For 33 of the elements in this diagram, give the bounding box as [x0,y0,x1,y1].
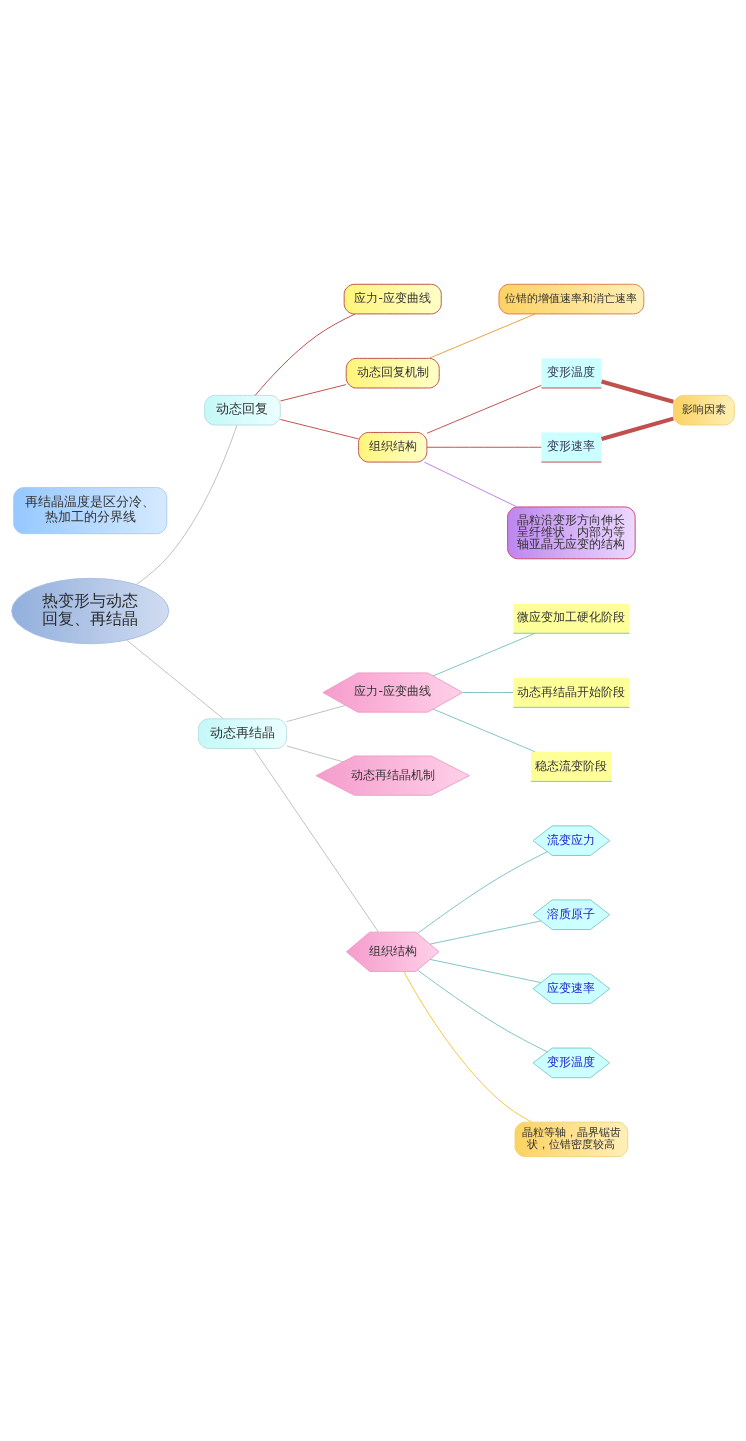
node-box: 动态回复机制 [345,357,440,389]
connector [429,958,542,984]
connector [426,384,542,434]
connector [432,632,536,677]
node-box: 应力-应变曲线 [343,283,442,315]
connector [462,692,514,693]
connector [426,446,542,448]
connector [428,313,536,359]
connector [286,704,347,723]
node-box: 再结晶温度是区分冷、热加工的分界线 [13,487,168,535]
connector [253,748,379,933]
node-box: 动态回复 [204,394,281,426]
connector [136,424,238,585]
connector [417,851,548,934]
connector [423,461,518,508]
node-box: 组织结构 [358,431,428,463]
connector [601,379,674,404]
connector [279,418,360,440]
connector [279,384,347,402]
connector [417,969,548,1053]
connector [403,970,533,1123]
node-box: 动态再结晶 [197,718,287,749]
connector [126,639,224,720]
connector [254,313,356,396]
connector [429,920,542,945]
node-box: 晶粒沿变形方向伸长呈纤维状，内部为等轴亚晶无应变的结构 [507,506,636,560]
node-ellipse: 热变形与动态回复、再结晶 [11,577,170,645]
node-box: 晶粒等轴，晶界锯齿状，位错密度较高 [514,1121,629,1158]
node-box: 位错的增值速率和消亡速率 [498,283,645,315]
connector [432,708,536,753]
connector [286,745,344,763]
connector [601,416,674,441]
node-box: 影响因素 [672,394,735,426]
